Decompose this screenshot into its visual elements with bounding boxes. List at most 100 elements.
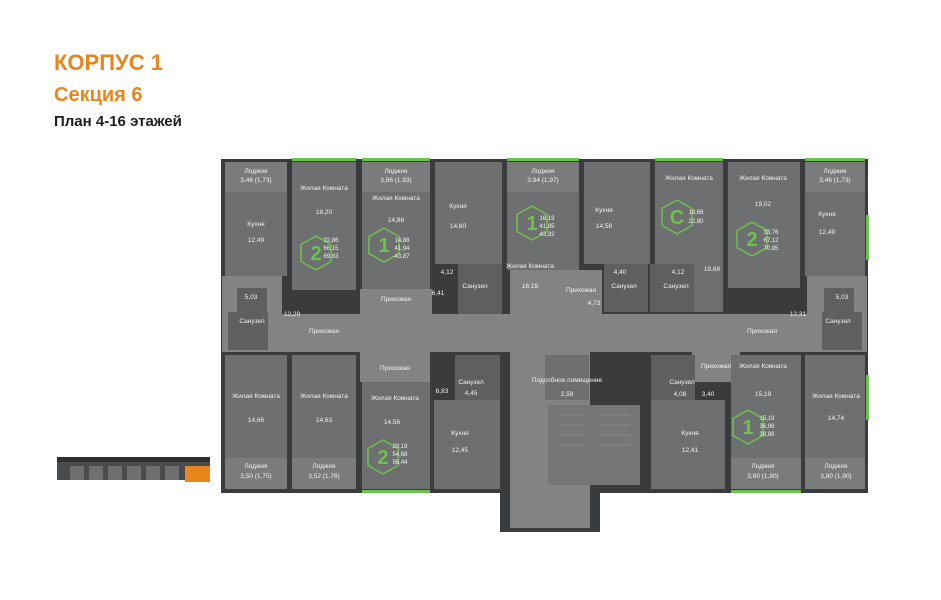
apartment-living-area: 33,76	[763, 230, 779, 236]
bath-apt2	[458, 264, 502, 314]
bottom-rooms	[225, 355, 865, 489]
apartment-living-area: 14,88	[394, 238, 410, 244]
area-value: 3,86 (1,93)	[380, 177, 411, 184]
apartment-total-area: 36,96	[759, 424, 775, 430]
window-1	[292, 158, 356, 161]
label-living-room: Жилая Комната	[372, 195, 420, 202]
room-loggia-apt6	[292, 458, 356, 489]
label-kitchen: Кухня	[818, 211, 836, 218]
bath-apt4	[650, 264, 694, 312]
area-value: 2,59	[561, 391, 574, 398]
label-loggia: Лоджия	[823, 168, 847, 175]
apartment-marker-1[interactable]: 2 32,86 66,15 69,63	[300, 235, 339, 271]
area-value: 3,50 (1,75)	[240, 473, 271, 480]
label-loggia: Лоджия	[384, 168, 408, 175]
apartment-full-area: 38,86	[759, 432, 775, 438]
apartment-rooms: 2	[377, 447, 388, 469]
window-8	[362, 490, 430, 493]
room-loggia-apt5b	[805, 458, 865, 489]
label-living-room: Жилая Комната	[232, 393, 280, 400]
room-kitchen-apt3	[584, 162, 650, 264]
hexagon-icon	[732, 409, 764, 445]
label-loggia: Лоджия	[312, 463, 336, 470]
hallway-apt6	[360, 352, 430, 382]
label-living-room: Жилая Комната	[506, 263, 554, 270]
area-value: 3,80 (1,90)	[747, 473, 778, 480]
key-section-6	[165, 466, 179, 480]
room-loggia-apt2	[362, 162, 430, 192]
apartment-total-area: 66,15	[323, 246, 339, 252]
stair-steps	[560, 414, 630, 446]
apartment-marker-6[interactable]: 2 29,19 54,68 56,44	[367, 439, 408, 475]
apartment-total-area: 67,12	[763, 238, 779, 244]
label-bathroom: Санузел	[239, 318, 265, 325]
apartment-total-area: 54,68	[392, 452, 408, 458]
apartment-living-area: 18,68	[688, 210, 704, 216]
apartment-full-area: 43,87	[394, 254, 410, 260]
label-loggia: Лоджия	[824, 463, 848, 470]
apartment-full-area: 70,85	[763, 246, 779, 252]
hexagon-icon	[368, 227, 400, 263]
wc-apt1	[237, 288, 267, 312]
top-rooms	[225, 162, 865, 312]
room-loggia-apt1b	[225, 458, 287, 489]
area-value: 14,88	[388, 217, 405, 224]
label-loggia: Лоджия	[531, 168, 555, 175]
hexagon-icon	[736, 221, 768, 257]
window-3	[507, 158, 579, 161]
area-value: 3,94 (1,97)	[527, 177, 558, 184]
area-value: 4,40	[614, 269, 627, 276]
label-bathroom: Санузел	[458, 379, 484, 386]
apartment-full-area: 69,63	[323, 254, 339, 260]
apartment-markers[interactable]: 2 32,86 66,15 69,63 1 14,88 41,94 43,87 …	[300, 199, 779, 475]
building-key	[57, 457, 210, 482]
window-4	[655, 158, 723, 161]
apartment-marker-5[interactable]: 2 33,76 67,12 70,85	[736, 221, 779, 257]
label-kitchen: Кухня	[247, 221, 265, 228]
apartment-rooms: 1	[378, 235, 389, 257]
bath-apt3	[604, 264, 648, 312]
room-kitchen-apt2	[435, 162, 502, 264]
apartment-marker-3[interactable]: 1 16,19 41,85 43,82	[516, 205, 555, 241]
label-living-room: Жилая Комната	[739, 175, 787, 182]
apartment-total-area: 41,85	[539, 224, 555, 230]
label-living-room: Жилая Комната	[812, 393, 860, 400]
apartment-total-area: 22,80	[688, 219, 704, 225]
area-value: 12,45	[452, 447, 469, 454]
room-loggia-apt1	[225, 162, 287, 192]
apartment-rooms: 1	[526, 213, 537, 235]
label-living-room: Жилая Комната	[300, 185, 348, 192]
label-hallway: Прихожая	[566, 287, 597, 294]
apartment-living-area: 15,19	[759, 416, 775, 422]
key-section-2	[89, 466, 103, 480]
key-roof	[57, 457, 210, 462]
hallway-apt2	[360, 289, 432, 314]
apartment-full-area: 56,44	[392, 460, 408, 466]
bath-apt1	[228, 312, 268, 350]
area-value: 12,31	[790, 311, 807, 318]
area-value: 18,68	[704, 266, 721, 273]
area-value: 4,45	[465, 390, 478, 397]
area-value: 3,52 (1,76)	[308, 473, 339, 480]
label-kitchen: Кухня	[595, 207, 613, 214]
key-section-5	[146, 466, 160, 480]
label-loggia: Лоджия	[244, 463, 268, 470]
label-bathroom: Санузел	[669, 379, 695, 386]
bath-apt7	[651, 355, 695, 400]
area-value: 14,63	[316, 417, 333, 424]
area-value: 4,12	[441, 269, 454, 276]
top-bathrooms	[228, 264, 862, 350]
apartment-marker-4[interactable]: С 18,68 22,80	[661, 199, 704, 235]
label-kitchen: Кухня	[451, 430, 469, 437]
area-value: 4,08	[674, 391, 687, 398]
key-section-1	[70, 466, 84, 480]
apartment-marker-2[interactable]: 1 14,88 41,94 43,87	[368, 227, 410, 263]
label-hallway: Прихожая	[381, 296, 412, 303]
windows	[292, 158, 869, 493]
label-loggia: Лоджия	[244, 168, 268, 175]
room-living-apt5	[728, 162, 800, 288]
apartment-marker-7[interactable]: 1 15,19 36,96 38,86	[732, 409, 775, 445]
area-value: 3,46 (1,73)	[819, 177, 850, 184]
hexagon-icon	[661, 199, 693, 235]
